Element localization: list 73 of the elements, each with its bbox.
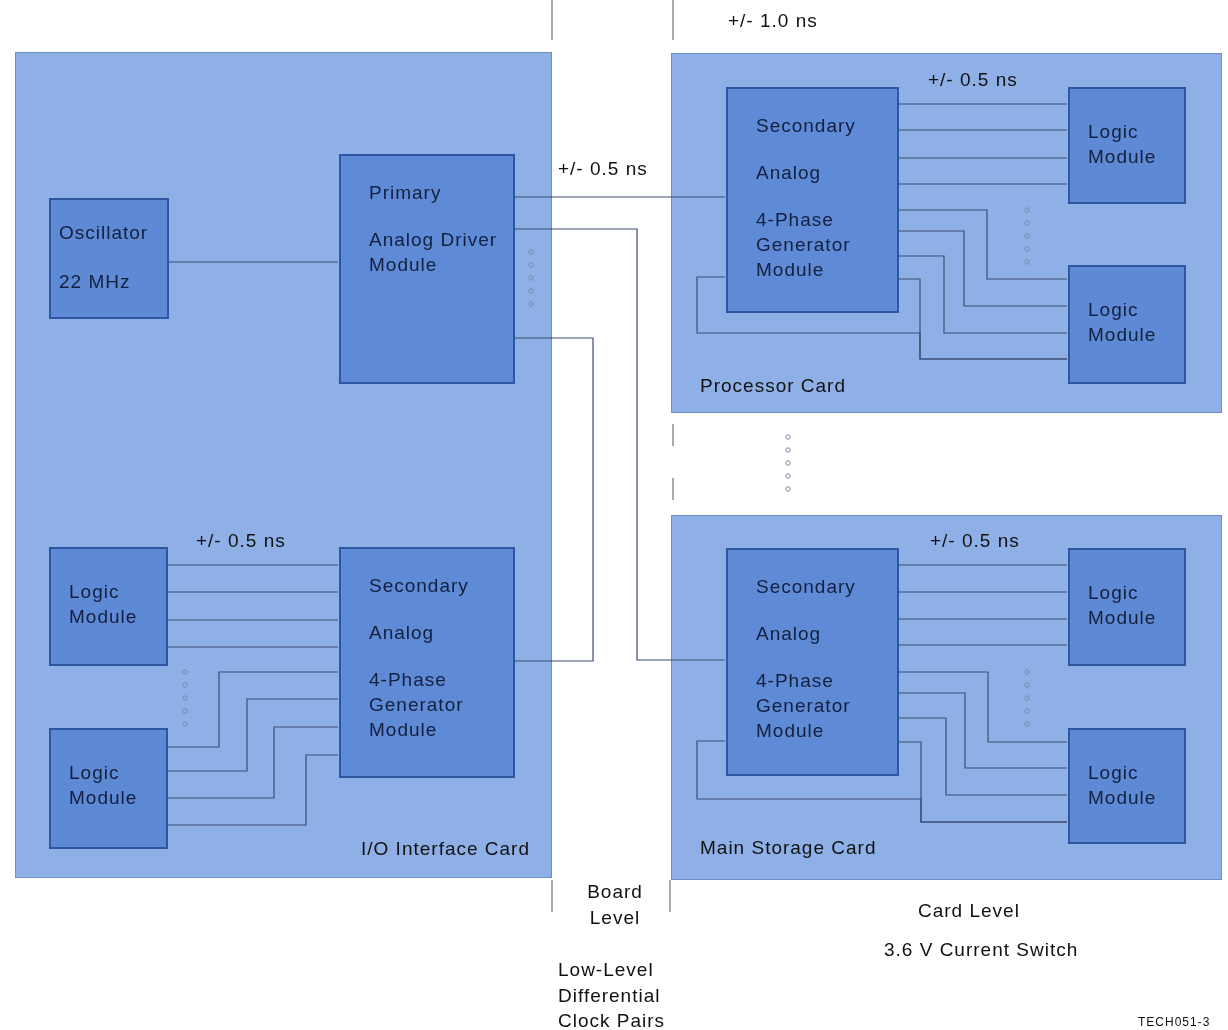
annotation-text: Card Level [918,899,1021,923]
module-label: Analog [756,161,823,185]
signal-wire [897,717,1068,796]
signal-wire [166,564,339,566]
module-label: Analog [369,621,436,645]
module-label: Logic Module [1088,298,1158,347]
signal-wire [696,276,1068,360]
annotation-text: +/- 0.5 ns [196,529,287,553]
module-label: Secondary [369,574,470,598]
signal-wire [166,726,339,799]
signal-wire [166,591,339,593]
module-label: Analog [756,622,823,646]
signal-wire [897,157,1068,159]
signal-wire [897,618,1068,620]
module-label: 4-Phase Generator Module [369,668,465,742]
module-label: Oscillator [59,221,150,245]
figure-id: TECH051-3 [1138,1014,1212,1030]
annotation-text: 3.6 V Current Switch [884,938,1080,962]
module-box [726,87,899,313]
module-label: Logic Module [1088,120,1158,169]
logic-module-box [49,728,168,849]
card-title: Main Storage Card [700,836,877,860]
signal-wire [897,103,1068,105]
circuit-card [15,52,552,878]
logic-module-box [1068,548,1186,666]
signal-wire [166,671,339,748]
signal-wire [897,255,1068,334]
module-box [339,154,515,384]
signal-wire [897,644,1068,646]
signal-wire [897,564,1068,566]
card-title: I/O Interface Card [361,837,530,861]
signal-wire [897,671,1068,743]
signal-wire [166,754,339,826]
module-label: Logic Module [1088,761,1158,810]
signal-wire [167,261,339,263]
annotation-text: +/- 0.5 ns [930,529,1021,553]
annotation-text: Board Level [586,880,644,930]
signal-wire [897,183,1068,185]
signal-wire [897,209,1068,280]
signal-wire [166,646,339,648]
module-box [726,548,899,776]
logic-module-box [1068,728,1186,844]
module-label: Logic Module [69,580,139,629]
module-label: 4-Phase Generator Module [756,669,852,743]
annotation-text: +/- 1.0 ns [728,9,819,33]
signal-wire [897,591,1068,593]
module-label: 22 MHz [59,270,132,294]
logic-module-box [49,547,168,666]
module-label: Logic Module [69,761,139,810]
signal-wire [897,129,1068,131]
module-label: Analog Driver Module [369,228,499,277]
signal-wire [166,619,339,621]
signal-wire [166,698,339,772]
signal-wire [897,692,1068,769]
signal-wire [696,740,1068,823]
module-label: Primary [369,181,443,205]
module-box [49,198,169,319]
module-label: Secondary [756,575,857,599]
circuit-card [671,515,1222,880]
signal-wire [513,228,726,661]
signal-wire [897,230,1068,307]
module-box [339,547,515,778]
annotation-text: Low-Level Differential Clock Pairs [558,958,667,1030]
logic-module-box [1068,265,1186,384]
logic-module-box [1068,87,1186,204]
signal-wire [513,337,594,662]
signal-wire [513,196,726,198]
module-label: Secondary [756,114,857,138]
circuit-card [671,53,1222,413]
annotation-text: +/- 0.5 ns [928,68,1019,92]
module-label: Logic Module [1088,581,1158,630]
card-title: Processor Card [700,374,846,398]
module-label: 4-Phase Generator Module [756,208,852,282]
